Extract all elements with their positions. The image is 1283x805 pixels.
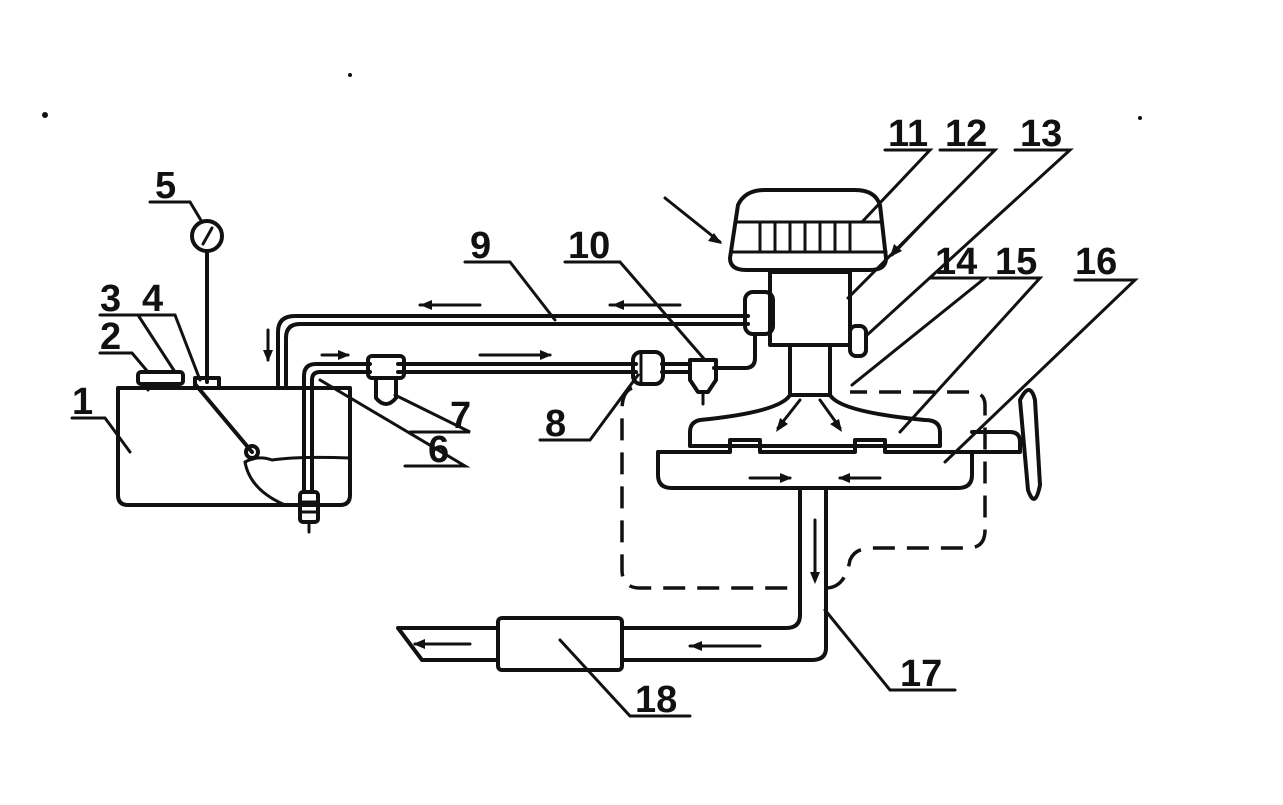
label-14: 14 <box>935 241 977 283</box>
label-4: 4 <box>142 278 163 320</box>
label-6: 6 <box>428 429 449 471</box>
callout-leaders <box>70 148 1139 718</box>
label-9: 9 <box>470 225 491 267</box>
label-12: 12 <box>945 113 987 155</box>
filler-cap <box>136 370 185 392</box>
label-13: 13 <box>1020 113 1062 155</box>
fuel-return-line <box>263 300 750 387</box>
pressure-gauge <box>190 219 224 384</box>
label-15: 15 <box>995 241 1037 283</box>
label-3: 3 <box>100 278 121 320</box>
supply-flow-arrows <box>320 350 552 360</box>
intake-manifold <box>688 393 942 448</box>
label-18: 18 <box>635 679 677 721</box>
air-filter <box>728 188 888 272</box>
label-5: 5 <box>155 165 176 207</box>
engine-cylinders <box>656 438 974 490</box>
fuel-strainer <box>298 490 320 534</box>
label-16: 16 <box>1075 241 1117 283</box>
label-8: 8 <box>545 403 566 445</box>
fuel-pump <box>631 350 665 386</box>
part-number-labels: 1 2 3 4 5 6 7 8 9 10 11 12 13 14 15 16 1… <box>72 113 1117 721</box>
fuel-supply-line <box>302 332 757 494</box>
exhaust-pipe <box>620 486 828 662</box>
fuel-tank <box>116 386 352 507</box>
label-7: 7 <box>450 395 471 437</box>
label-17: 17 <box>900 653 942 695</box>
label-11: 11 <box>888 113 928 155</box>
label-2: 2 <box>100 316 121 358</box>
fuel-valve <box>688 358 718 406</box>
cooling-fan <box>970 388 1042 501</box>
exhaust-manifold <box>748 473 882 483</box>
label-1: 1 <box>72 381 93 423</box>
carburetor <box>743 270 868 397</box>
scan-specks <box>42 73 1142 120</box>
label-10: 10 <box>568 225 610 267</box>
fuel-filter <box>366 354 406 406</box>
muffler <box>396 616 624 672</box>
